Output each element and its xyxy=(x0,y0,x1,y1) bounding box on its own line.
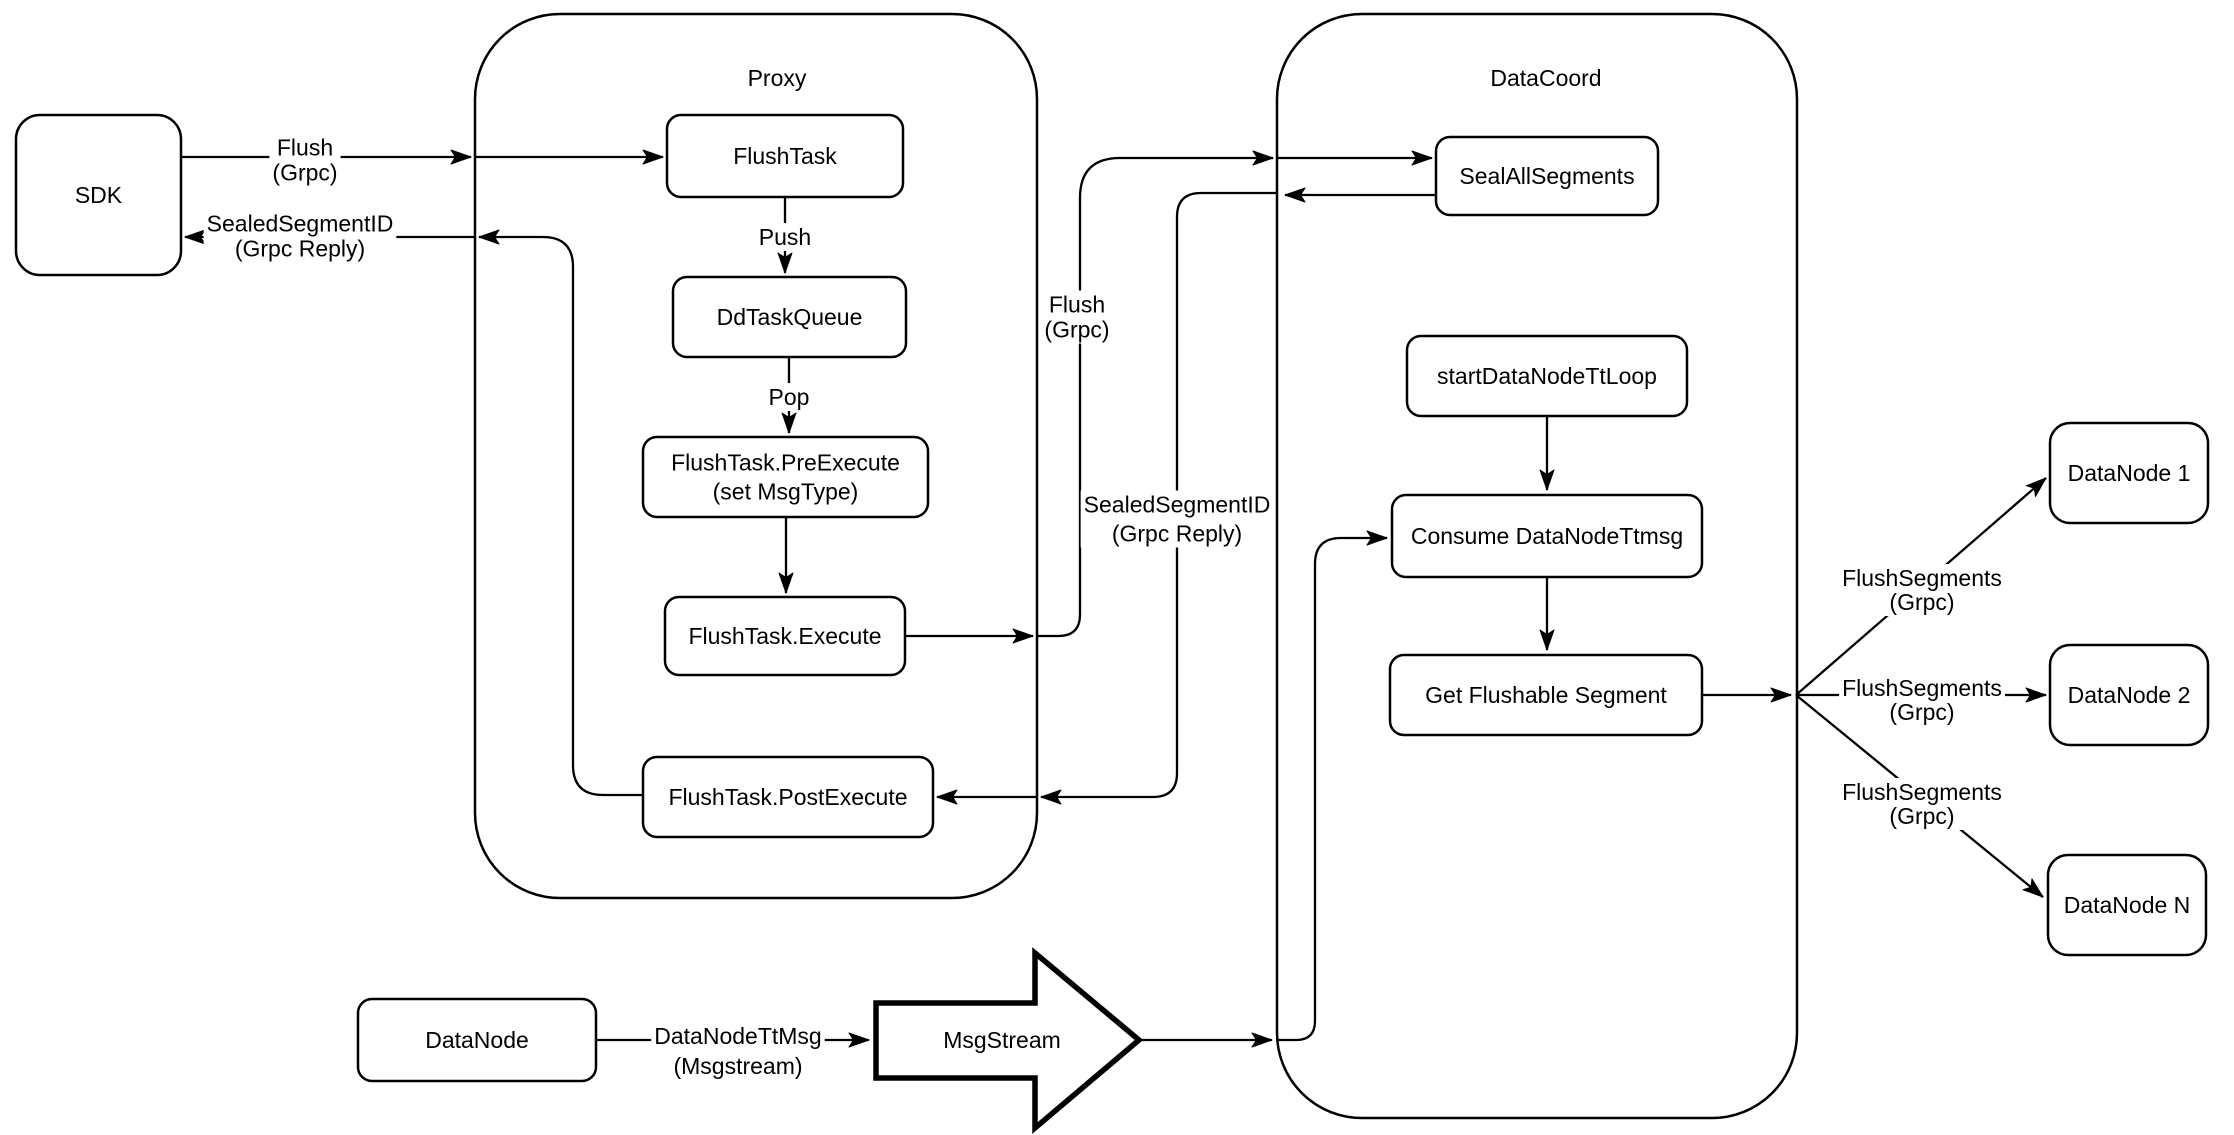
node-flushtask-postexecute xyxy=(641,755,935,839)
container-datacoord-title: DataCoord xyxy=(1490,65,1601,91)
node-flushtask-execute-label: FlushTask.Execute xyxy=(688,623,881,649)
container-proxy-title: Proxy xyxy=(748,65,807,91)
label-pop: Pop xyxy=(769,384,810,410)
node-flushtask-label: FlushTask xyxy=(733,143,837,169)
label-flushsegments-grpc-1-bg xyxy=(1839,564,2005,616)
node-datanode-1 xyxy=(2048,421,2210,525)
node-startdatanodettloop xyxy=(1405,334,1689,418)
node-ddtaskqueue-label: DdTaskQueue xyxy=(717,304,863,330)
node-flushtask-preexecute-label: FlushTask.PreExecute(set MsgType) xyxy=(671,450,900,505)
node-datanode-2-label: DataNode 2 xyxy=(2068,682,2191,708)
node-sealallsegments-label: SealAllSegments xyxy=(1459,163,1634,189)
node-flushtask xyxy=(665,113,905,199)
node-startdatanodettloop-label: startDataNodeTtLoop xyxy=(1437,363,1657,389)
node-get-flushable-segment xyxy=(1388,653,1704,737)
node-get-flushable-segment-label: Get Flushable Segment xyxy=(1425,682,1667,708)
node-sdk xyxy=(14,113,183,277)
edge-postexecute-up-to-proxy-border xyxy=(478,229,643,797)
node-flushtask-preexecute xyxy=(641,435,930,519)
label-sealedsegmentid-grpc-reply-mid: SealedSegmentID(Grpc Reply) xyxy=(1084,492,1271,547)
label-pop-bg xyxy=(765,383,813,411)
node-datanode-label: DataNode xyxy=(425,1027,529,1053)
label-push-bg xyxy=(755,223,815,251)
node-ddtaskqueue xyxy=(671,275,908,359)
label-flushsegments-grpc-n: FlushSegments(Grpc) xyxy=(1842,779,2002,829)
label-flushsegments-grpc-2: FlushSegments(Grpc) xyxy=(1842,675,2002,725)
label-flushsegments-grpc-2-bg xyxy=(1839,674,2005,726)
node-datanode-2 xyxy=(2048,643,2210,747)
node-consume-datanodettmsg xyxy=(1390,493,1704,579)
label-push: Push xyxy=(759,224,811,250)
node-sdk-label: SDK xyxy=(75,182,123,208)
edge-proxy-border-up-to-datacoord-border xyxy=(1037,150,1274,638)
label-flush-grpc-mid: Flush(Grpc) xyxy=(1044,292,1109,343)
node-flushtask-postexecute-label: FlushTask.PostExecute xyxy=(668,784,907,810)
label-flushsegments-grpc-n-bg xyxy=(1839,778,2005,830)
label-datanodettmsg-msgstream: DataNodeTtMsg(Msgstream) xyxy=(654,1023,821,1079)
label-flush-grpc-sdk: Flush(Grpc) xyxy=(272,135,337,186)
label-flushsegments-grpc-1: FlushSegments(Grpc) xyxy=(1842,565,2002,615)
label-flush-grpc-mid-bg xyxy=(1041,290,1113,344)
label-sealedsegmentid-grpc-reply-mid-bg xyxy=(1080,490,1274,548)
node-datanode-n xyxy=(2046,853,2208,957)
node-consume-datanodettmsg-label: Consume DataNodeTtmsg xyxy=(1411,523,1683,549)
node-flushtask-execute xyxy=(663,595,907,677)
node-datanode-1-label: DataNode 1 xyxy=(2068,460,2191,486)
label-flush-grpc-sdk-bg xyxy=(269,133,341,187)
edge-datacoord-border-up-to-consume xyxy=(1277,530,1388,1042)
block-arrow-msgstream xyxy=(873,947,1144,1134)
node-datanode-n-label: DataNode N xyxy=(2064,892,2191,918)
label-sealedsegmentid-grpc-reply-sdk: SealedSegmentID(Grpc Reply) xyxy=(207,211,394,262)
label-datanodettmsg-msgstream-bg xyxy=(651,1022,825,1080)
label-sealedsegmentid-grpc-reply-sdk-bg xyxy=(203,209,397,263)
node-sealallsegments xyxy=(1434,135,1660,217)
block-arrow-msgstream-label: MsgStream xyxy=(943,1027,1061,1053)
node-datanode xyxy=(356,997,598,1083)
